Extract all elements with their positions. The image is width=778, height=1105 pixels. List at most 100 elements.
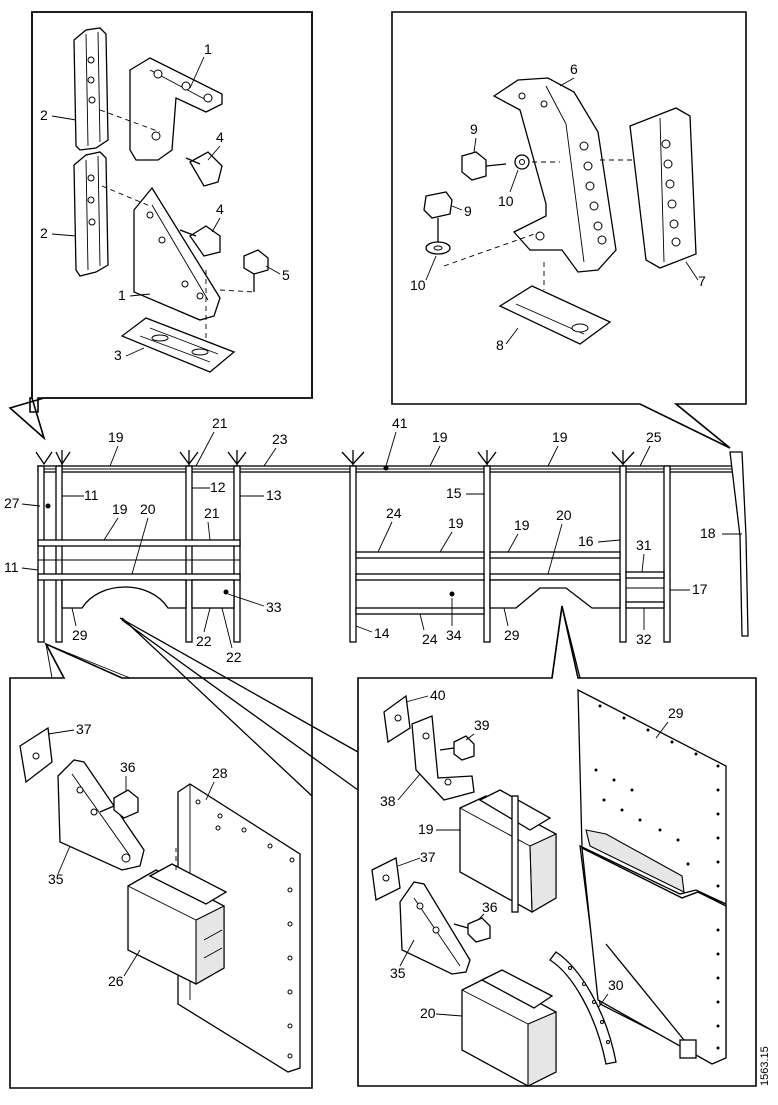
callout-9-upper: 9	[470, 121, 478, 137]
callout-10-lower: 10	[410, 277, 426, 293]
callout-10-upper: 10	[498, 193, 514, 209]
panel-29	[577, 688, 727, 1065]
callout-35-left: 35	[48, 871, 64, 887]
callout-19-d: 19	[112, 501, 128, 517]
detail-box-bottom-right: 40 39 29 38 19 37 36 35 30 20	[119, 605, 757, 1087]
callout-31: 31	[636, 537, 652, 553]
posts	[37, 465, 671, 643]
callout-29-c: 29	[668, 705, 684, 721]
callout-13: 13	[266, 487, 282, 503]
callout-27: 27	[4, 495, 20, 511]
bracket-35	[57, 759, 145, 871]
detail-box-top-left: 1 2 4 2 4 5 1 3	[8, 11, 313, 441]
callout-19-e: 19	[448, 515, 464, 531]
callout-20-a: 20	[140, 501, 156, 517]
callout-19-g: 19	[418, 821, 434, 837]
base-plate	[120, 317, 236, 373]
angle-bracket-38	[411, 715, 475, 801]
callout-19-f: 19	[514, 517, 530, 533]
callout-22-a: 22	[196, 633, 212, 649]
callout-21-a: 21	[212, 415, 228, 431]
bolt-36-left-icon	[99, 789, 139, 819]
callout-11-a: 11	[84, 487, 99, 503]
detail-box-top-right: 6 9 9 10 10 7 8	[391, 11, 747, 449]
callout-25: 25	[646, 429, 662, 445]
bolt-39-icon	[439, 735, 475, 761]
callout-14: 14	[374, 625, 390, 641]
base-plate-8	[498, 285, 612, 345]
extrusion-19	[459, 789, 557, 913]
callout-28: 28	[212, 765, 228, 781]
callout-6: 6	[570, 61, 578, 77]
callout-23: 23	[272, 431, 288, 447]
callout-4-upper: 4	[216, 129, 224, 145]
callout-4-lower: 4	[216, 201, 224, 217]
callout-20-b: 20	[556, 507, 572, 523]
callout-29-a: 29	[72, 627, 88, 643]
panel-28	[177, 783, 301, 1073]
callout-37-left: 37	[76, 721, 92, 737]
post-caps	[35, 450, 635, 466]
callout-11-b: 11	[4, 559, 19, 575]
callout-24-a: 24	[386, 505, 402, 521]
figure-id: 1563.15	[759, 1046, 771, 1086]
bracket-35-right	[399, 881, 471, 975]
callout-19-b: 19	[432, 429, 448, 445]
callout-3: 3	[114, 347, 122, 363]
callout-19-a: 19	[108, 429, 124, 445]
bolt-4-lower-icon	[179, 225, 221, 257]
callout-7: 7	[698, 273, 706, 289]
callout-8: 8	[496, 337, 504, 353]
channel-strip-lower	[73, 151, 109, 277]
bolt-9-upper-icon	[461, 151, 507, 181]
channel-strip-upper	[73, 27, 109, 151]
callout-41: 41	[392, 415, 408, 431]
callout-12: 12	[210, 479, 226, 495]
callout-36-left: 36	[120, 759, 136, 775]
callout-1-lower: 1	[118, 287, 126, 303]
bracket-lower	[133, 186, 221, 321]
strip-7	[629, 107, 697, 269]
callout-26: 26	[108, 973, 124, 989]
callout-18: 18	[700, 525, 716, 541]
extrusion-26	[127, 863, 228, 985]
callout-2-upper: 2	[40, 107, 48, 123]
bolt-4-upper-icon	[185, 151, 223, 187]
callout-38: 38	[380, 793, 396, 809]
washer-10-upper-icon	[514, 154, 530, 170]
callout-40: 40	[430, 687, 446, 703]
washer-10-lower-icon	[425, 241, 451, 255]
callout-37-right: 37	[420, 849, 436, 865]
callout-19-c: 19	[552, 429, 568, 445]
callout-1-upper: 1	[204, 41, 212, 57]
detail-box-bottom-left: 37 36 28 35 26	[9, 617, 313, 1089]
bolt-9-lower-icon	[423, 191, 453, 244]
bolt-36-right-icon	[453, 917, 491, 943]
extrusion-20	[461, 969, 557, 1087]
callout-22-b: 22	[226, 649, 242, 665]
callout-36-right: 36	[482, 899, 498, 915]
callout-2-lower: 2	[40, 225, 48, 241]
callout-17: 17	[692, 581, 708, 597]
small-plate-40	[383, 694, 411, 744]
small-plate-37	[19, 726, 53, 784]
curved-strip-30	[549, 951, 617, 1065]
bracket-upper	[129, 57, 223, 161]
callout-34: 34	[446, 627, 462, 643]
small-plate-37-right	[371, 857, 401, 901]
callout-30: 30	[608, 977, 624, 993]
callout-32: 32	[636, 631, 652, 647]
callout-33: 33	[266, 599, 282, 615]
callout-24-b: 24	[422, 631, 438, 647]
callout-9-lower: 9	[464, 203, 472, 219]
callout-20-c: 20	[420, 1005, 436, 1021]
main-frame: 19 21 23 41 19 19 25 27 11 12 13 15 18 1…	[4, 415, 749, 665]
bracket-6	[492, 77, 617, 273]
callout-35-right: 35	[390, 965, 406, 981]
screw-5-icon	[243, 249, 269, 292]
callout-29-b: 29	[504, 627, 520, 643]
callout-21-b: 21	[204, 505, 220, 521]
callout-16: 16	[578, 533, 594, 549]
callout-15: 15	[446, 485, 462, 501]
